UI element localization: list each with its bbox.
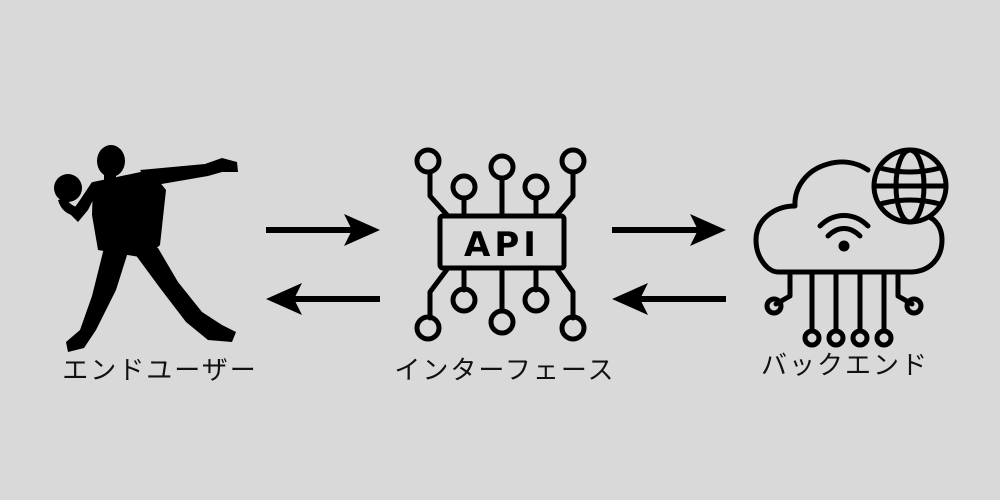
api-chip-text: API bbox=[464, 225, 540, 265]
backend-label: バックエンド bbox=[760, 351, 929, 381]
globe-icon bbox=[871, 147, 949, 225]
api-chip-icon bbox=[414, 147, 587, 342]
arrow-enduser-to-interface bbox=[266, 214, 380, 246]
interface-label: インターフェース bbox=[394, 356, 616, 386]
enduser-label: エンドユーザー bbox=[62, 356, 258, 386]
cloud-globe-icon bbox=[753, 159, 945, 348]
arrow-interface-to-enduser bbox=[266, 283, 380, 315]
arrow-interface-to-backend bbox=[612, 214, 726, 246]
arrow-backend-to-interface bbox=[612, 283, 726, 315]
thrower-silhouette-icon bbox=[54, 145, 238, 352]
